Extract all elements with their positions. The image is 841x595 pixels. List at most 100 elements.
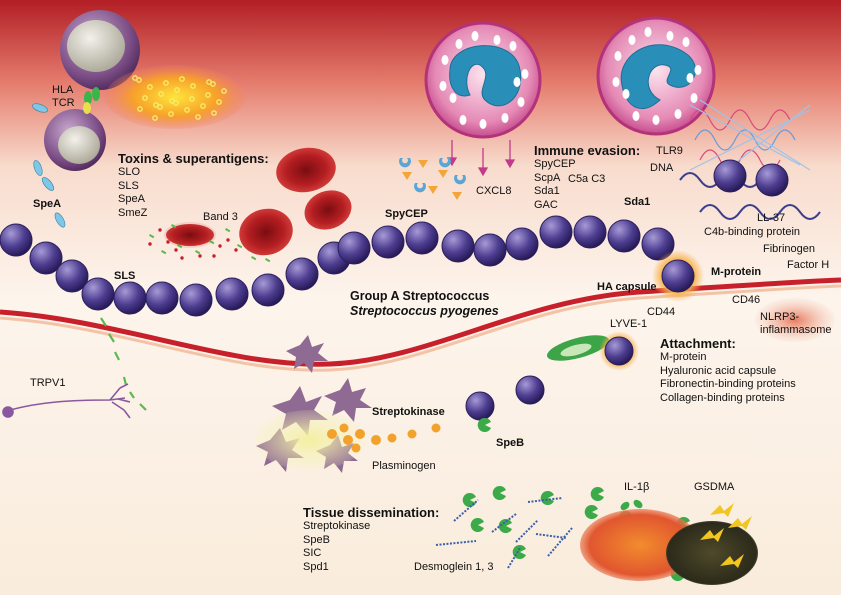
bacterium: [81, 277, 115, 311]
immune-evasion-item: Sda1: [534, 185, 560, 197]
tcr-hla-complex: [83, 87, 100, 114]
immune-evasion-section: Immune evasion: SpyCEP ScpA Sda1 GAC: [534, 143, 640, 212]
invading-bacteria: [465, 375, 545, 421]
spycep-label: SpyCEP: [385, 208, 428, 220]
attachment-item: Fibronectin-binding proteins: [660, 378, 796, 390]
lyve1-label: LYVE-1: [610, 318, 648, 330]
dissemination-item: Streptokinase: [303, 520, 371, 532]
bacterium: [607, 219, 641, 253]
bacterium: [755, 163, 789, 197]
bacterium: [539, 215, 573, 249]
cxcl8-arrows: [446, 140, 516, 177]
toxin-item: SpeA: [118, 193, 145, 205]
fibrinogen-label: Fibrinogen: [763, 243, 815, 255]
bacterium: [215, 277, 249, 311]
superantigen-particles: [132, 75, 227, 121]
immune-evasion-item: SpyCEP: [534, 158, 576, 170]
bacterium: [251, 273, 285, 307]
plasminogen-dots: [327, 423, 441, 453]
lymphatic-endothelial-cell: [546, 331, 639, 371]
gas-species: Streptococcus pyogenes: [350, 304, 499, 318]
spea-toxins: [32, 103, 66, 228]
dna-label: DNA: [650, 162, 674, 174]
bacterium: [55, 259, 89, 293]
antigen-presenting-cell: [60, 10, 140, 90]
streptokinase-label: Streptokinase: [372, 406, 445, 418]
bacterium: [29, 241, 63, 275]
bacterium: [285, 257, 319, 291]
red-blood-cells: [164, 147, 352, 256]
c4b-label: C4b-binding protein: [704, 226, 801, 238]
dissemination-item: SpeB: [303, 533, 330, 546]
plasminogen-label: Plasminogen: [372, 460, 436, 472]
bacterium: [441, 229, 475, 263]
ll37-label: LL-37: [757, 212, 786, 224]
cxcl8-label: CXCL8: [476, 185, 512, 197]
toxin-item: SLO: [118, 166, 141, 178]
il1b-molecules: [620, 499, 643, 511]
bacterium: [505, 227, 539, 261]
attachment-item: M-protein: [660, 351, 707, 363]
gas-title: Group A Streptococcus: [350, 289, 490, 303]
neutrophil-left: [424, 21, 542, 139]
neutrophil-right: [596, 16, 716, 136]
t-cell: [44, 109, 106, 171]
membrane-highlight: [0, 284, 841, 372]
bacterium: [113, 281, 147, 315]
tlr9-label: TLR9: [656, 145, 683, 157]
nlrp3-inflammasome-blob: [755, 298, 835, 342]
bacterium: [371, 225, 405, 259]
immune-evasion-title: Immune evasion:: [534, 143, 641, 158]
epithelial-membrane: [0, 277, 841, 367]
toxins-section: Toxins & superantigens: SLO SLS SpeA Sme…: [118, 151, 269, 220]
toxins-title: Toxins & superantigens:: [118, 151, 269, 166]
sensory-neuron: [2, 383, 131, 419]
bacterium: [573, 215, 607, 249]
sls-label: SLS: [114, 270, 136, 282]
trpv1-label: TRPV1: [30, 377, 66, 389]
spea-label: SpeA: [33, 198, 62, 210]
speb-label: SpeB: [496, 437, 525, 449]
il1b-label: IL-1β: [624, 481, 650, 493]
toxin-item: SLS: [118, 179, 139, 192]
bacterium: [145, 281, 179, 315]
cd46-label: CD46: [732, 294, 761, 306]
dissemination-section: Tissue dissemination: Streptokinase SpeB…: [303, 505, 439, 574]
dissemination-title: Tissue dissemination:: [303, 505, 440, 520]
bacterium: [179, 283, 213, 317]
hla-label: HLA: [52, 84, 74, 96]
band3-hemolysis-dots: [148, 223, 271, 263]
tcr-label: TCR: [52, 97, 75, 109]
bacterium: [405, 221, 439, 255]
nlrp3-label: NLRP3- inflammasome: [760, 311, 832, 336]
sda1-label: Sda1: [624, 196, 651, 208]
factor-h-label: Factor H: [787, 259, 830, 271]
gsdma-label: GSDMA: [694, 481, 735, 493]
attachment-item: Hyaluronic acid capsule: [660, 364, 777, 377]
attachment-section: Attachment: M-protein Hyaluronic acid ca…: [660, 336, 796, 405]
bacterium: [0, 223, 33, 257]
superantigen-glow: [105, 65, 245, 129]
desmoglein-label: Desmoglein 1, 3: [414, 561, 494, 573]
immune-evasion-item: GAC: [534, 198, 558, 211]
toxin-item: SmeZ: [118, 206, 148, 219]
m-protein-label: M-protein: [711, 266, 762, 278]
desmoglein-fibers: [435, 497, 573, 569]
dissemination-item: Spd1: [303, 560, 329, 573]
attachment-title: Attachment:: [660, 336, 736, 351]
dissemination-item: SIC: [303, 547, 322, 559]
streptococcus-chain: [0, 159, 789, 317]
bacterium: [337, 231, 371, 265]
immune-evasion-item: ScpA: [534, 171, 561, 184]
bacterium: [473, 233, 507, 267]
ha-capsule-label: HA capsule: [597, 281, 657, 293]
cd44-label: CD44: [647, 306, 676, 318]
c5a-c3-label: C5a C3: [568, 173, 606, 185]
fibrin-haze: [255, 410, 365, 470]
spycep-cleavage: [399, 158, 466, 200]
attachment-item: Collagen-binding proteins: [660, 391, 785, 404]
bacterium: [713, 159, 747, 193]
capsulated-bacterium: [661, 259, 695, 293]
